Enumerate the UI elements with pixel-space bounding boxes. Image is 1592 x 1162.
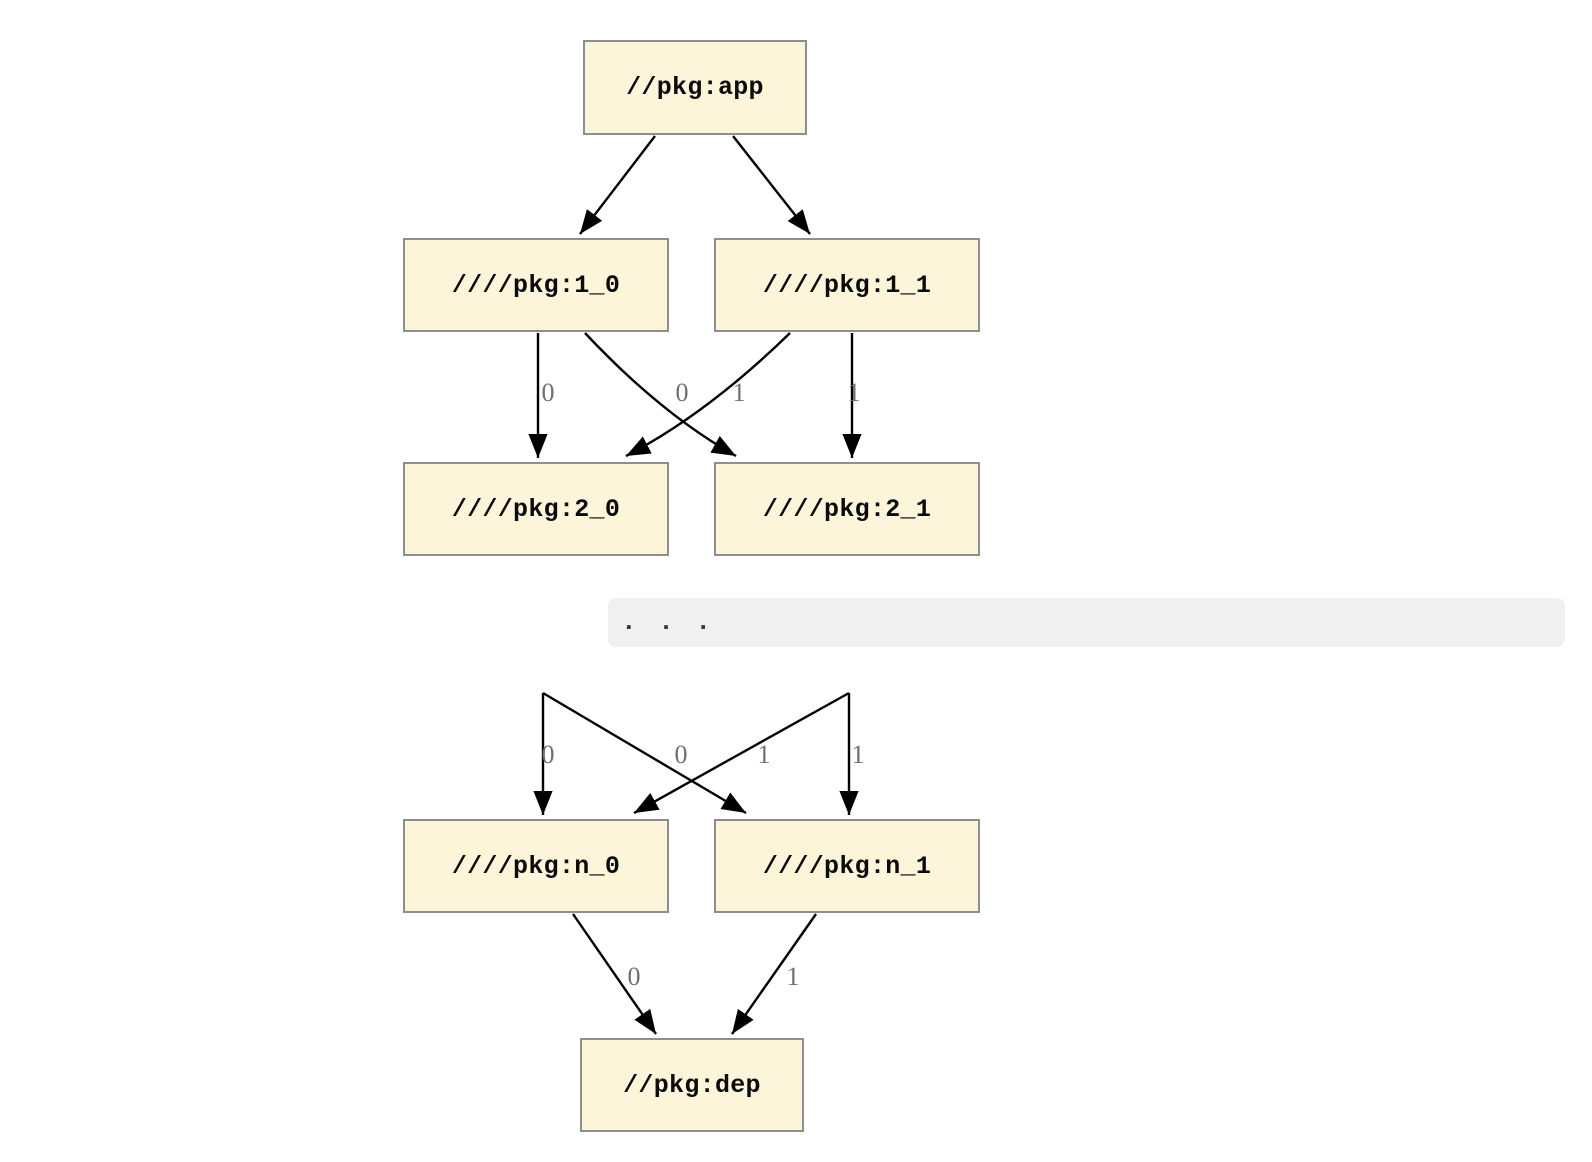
node-pkg-app-label: //pkg:app (626, 73, 764, 102)
node-pkg-1_1-label: ////pkg:1_1 (762, 270, 932, 300)
edge-label-1_1-2_1: 1 (848, 378, 861, 407)
ellipsis-text: . . . (621, 607, 715, 637)
edge-ellipsis-to-n_0-right (633, 691, 850, 815)
node-pkg-dep-label: //pkg:dep (623, 1070, 761, 1100)
edge-label-1_0-2_1: 1 (733, 378, 746, 407)
node-pkg-app: //pkg:app (583, 40, 807, 135)
edge-n_0-to-dep (572, 913, 657, 1035)
edge-label-ellipsis-n_0-left: 0 (542, 740, 555, 769)
node-pkg-2_1-label: ////pkg:2_1 (762, 494, 932, 524)
edge-label-ellipsis-n_0-right: 0 (675, 740, 688, 769)
edge-label-1_0-2_0: 0 (542, 378, 555, 407)
edge-1_1-to-2_0 (625, 332, 791, 458)
node-pkg-1_0-label: ////pkg:1_0 (451, 270, 621, 300)
edge-1_0-to-2_1 (584, 332, 737, 458)
node-pkg-1_0: ////pkg:1_0 (403, 238, 669, 332)
node-pkg-dep: //pkg:dep (580, 1038, 804, 1132)
node-pkg-n_1-label: ////pkg:n_1 (762, 851, 932, 881)
edge-label-n_0-dep: 0 (628, 962, 641, 991)
edge-app-to-1_0 (579, 135, 656, 235)
node-pkg-1_1: ////pkg:1_1 (714, 238, 980, 332)
node-pkg-n_0: ////pkg:n_0 (403, 819, 669, 913)
edge-n_1-to-dep (731, 913, 817, 1035)
edge-label-ellipsis-n_1-right: 1 (852, 740, 865, 769)
node-pkg-2_1: ////pkg:2_1 (714, 462, 980, 556)
edge-label-1_1-2_0: 0 (676, 378, 689, 407)
ellipsis-band: . . . (608, 598, 1565, 647)
node-pkg-n_0-label: ////pkg:n_0 (451, 851, 621, 881)
node-pkg-2_0: ////pkg:2_0 (403, 462, 669, 556)
node-pkg-n_1: ////pkg:n_1 (714, 819, 980, 913)
edge-app-to-1_1 (732, 135, 811, 235)
node-pkg-2_0-label: ////pkg:2_0 (451, 494, 621, 524)
edge-ellipsis-to-n_1-left (542, 691, 747, 815)
edge-label-n_1-dep: 1 (787, 962, 800, 991)
edge-label-ellipsis-n_1-left: 1 (758, 740, 771, 769)
